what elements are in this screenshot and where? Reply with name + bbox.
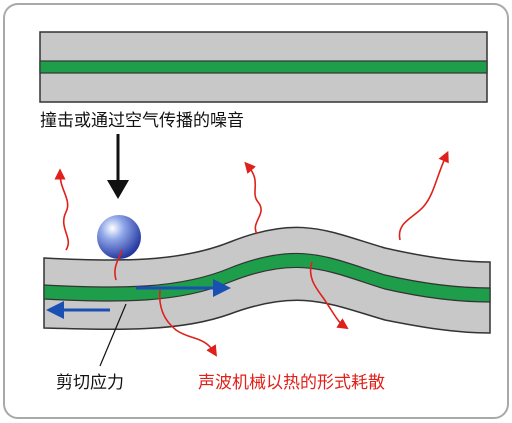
heat-arrow-5 <box>309 261 349 330</box>
flat-panel <box>39 31 488 103</box>
dissipation-label: 声波机械以热的形式耗散 <box>198 373 385 393</box>
heat-arrow-3 <box>398 150 449 241</box>
heat-arrow-2 <box>244 161 262 235</box>
impact-ball <box>97 215 141 259</box>
shear-stress-label: 剪切应力 <box>56 373 124 393</box>
heat-arrow-6 <box>114 249 123 281</box>
heat-arrow-4 <box>158 289 217 357</box>
heat-arrow-1 <box>54 168 70 251</box>
impact-noise-label: 撞击或通过空气传播的噪音 <box>40 111 244 131</box>
shear-arrows <box>46 279 231 319</box>
impact-arrow <box>107 134 129 199</box>
shear-leader-line <box>99 303 127 367</box>
heat-dissipation-arrows <box>54 150 449 357</box>
flat-damping-layer <box>39 60 488 74</box>
